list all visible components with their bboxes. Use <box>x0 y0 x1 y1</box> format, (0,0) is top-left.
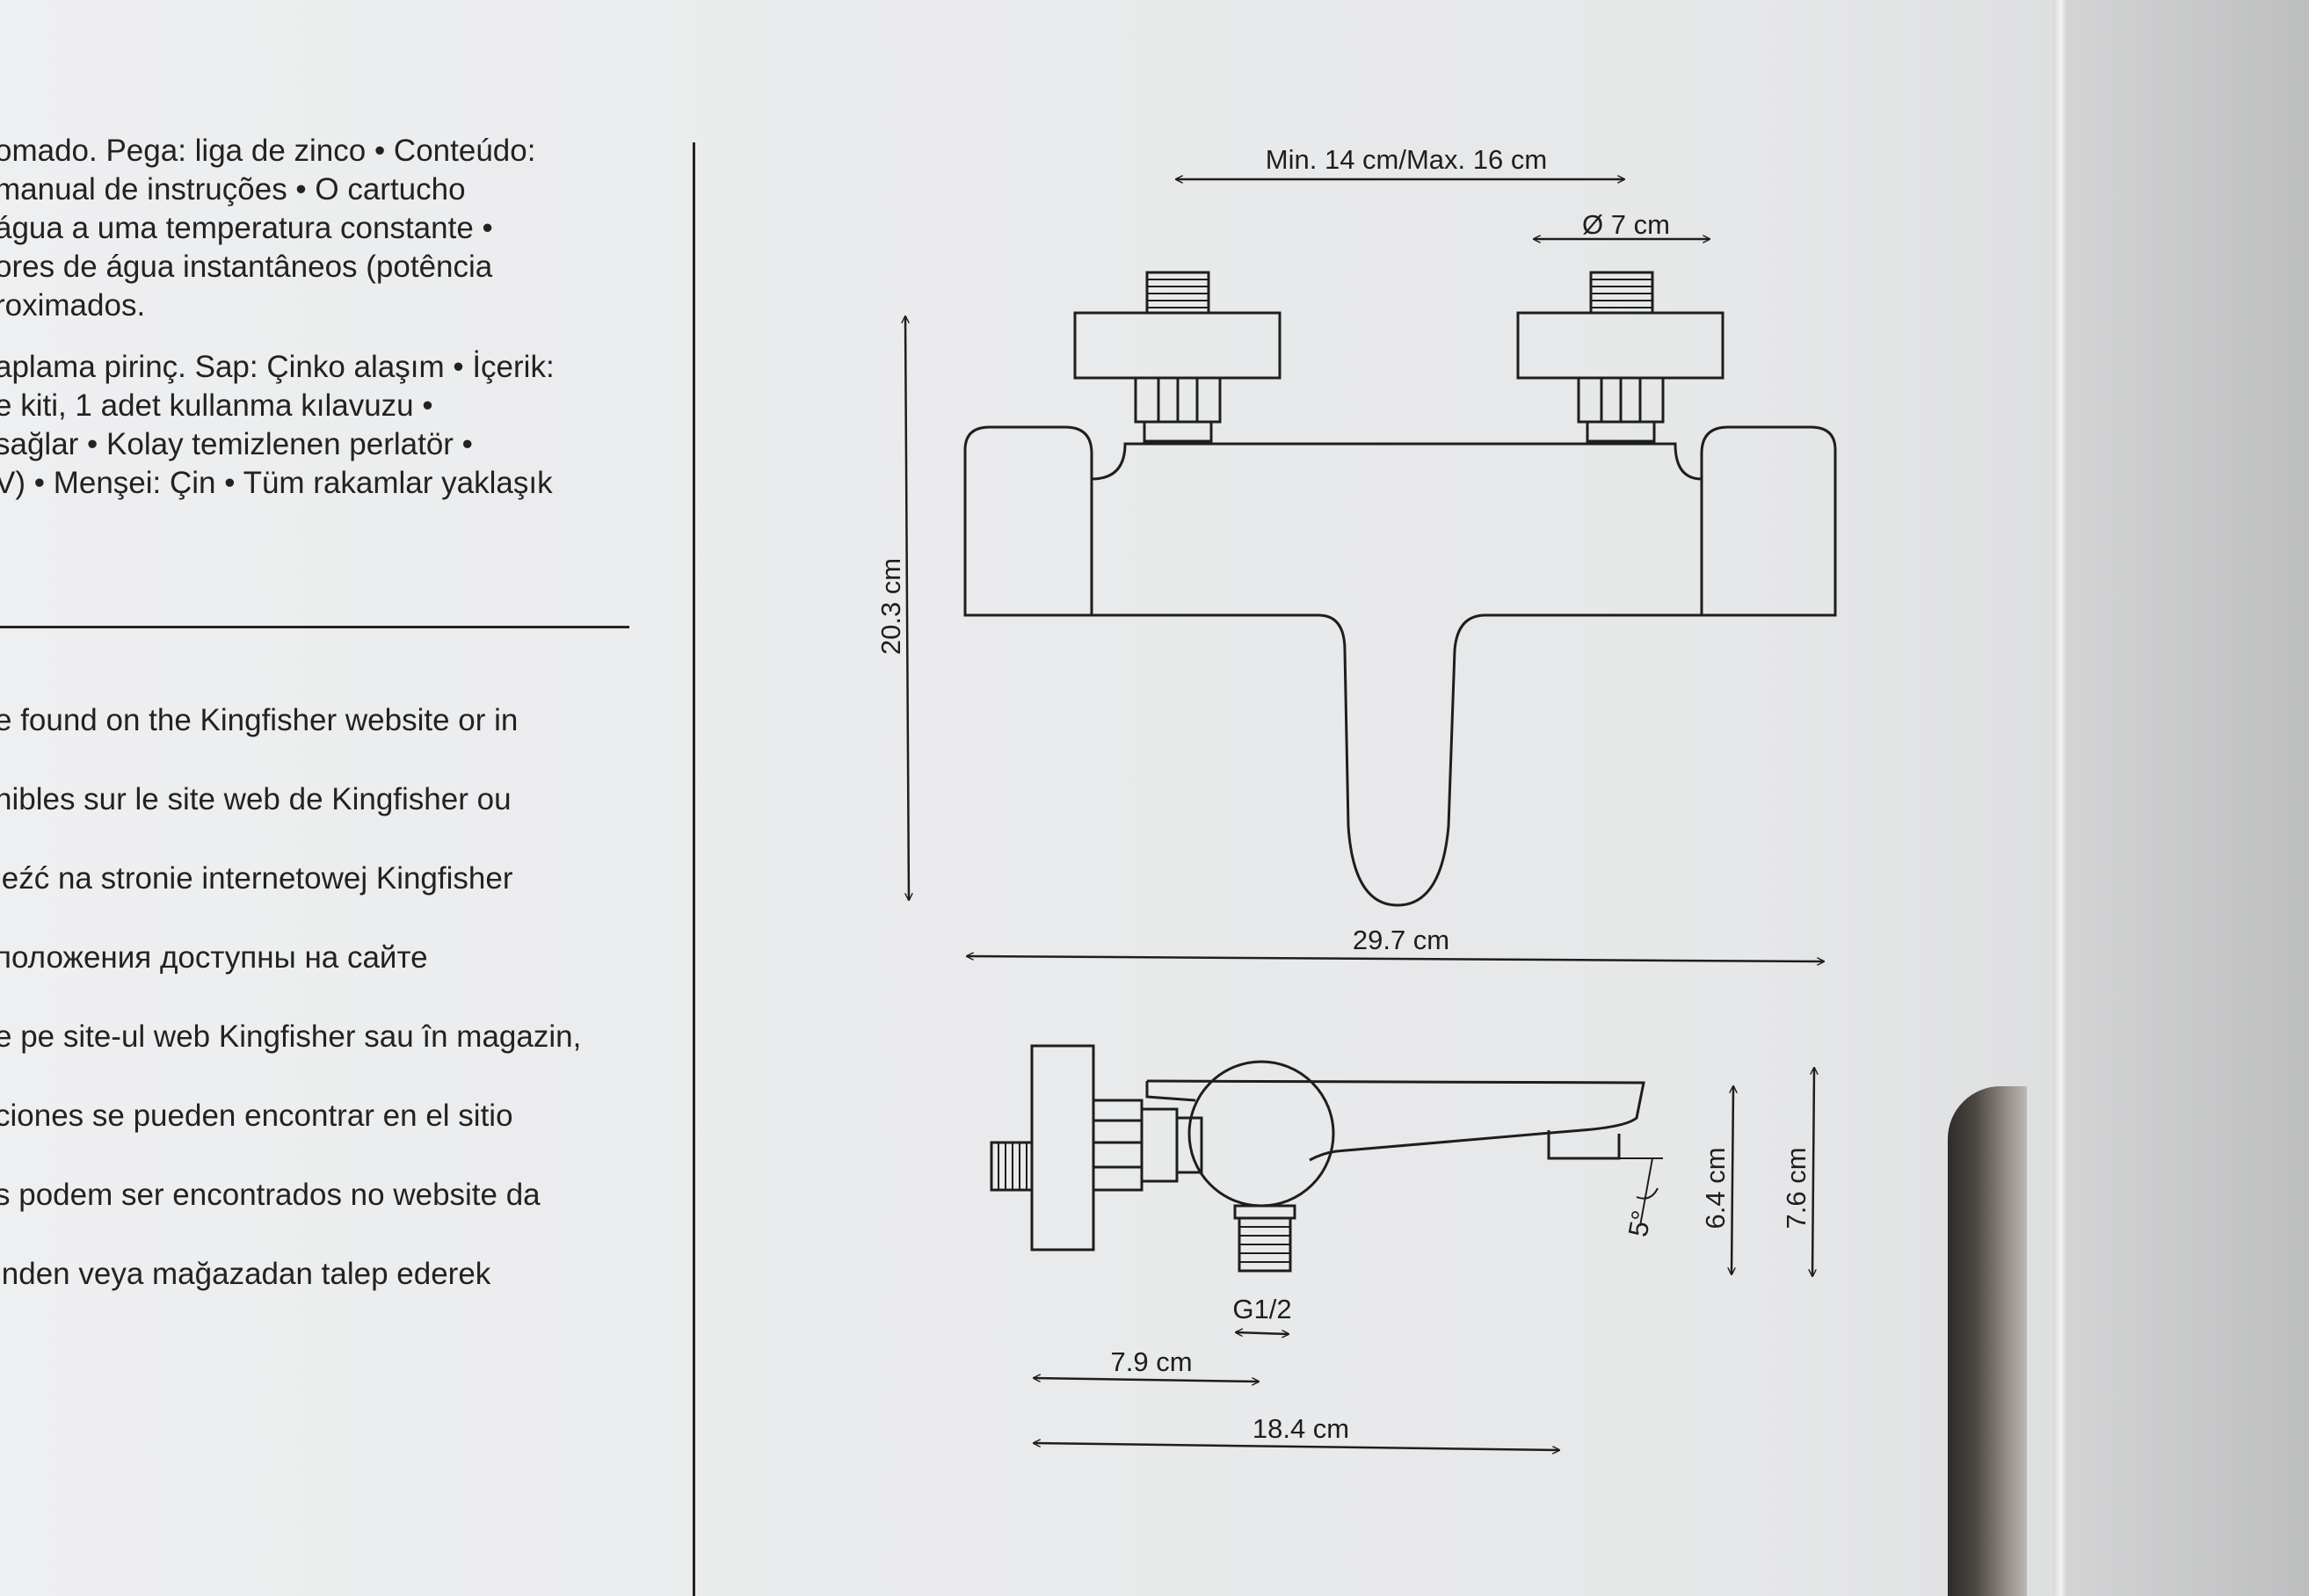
label-height: 20.3 cm <box>875 558 906 655</box>
dim-width <box>967 956 1824 961</box>
text-line: leźć na stronie internetowej Kingfisher <box>0 861 513 896</box>
label-depth: 18.4 cm <box>1253 1413 1349 1444</box>
flange-right <box>1516 311 1724 380</box>
side-nut <box>1092 1099 1144 1192</box>
text-line: s podem ser encontrados no website da <box>0 1178 541 1212</box>
label-inlet-spacing: Min. 14 cm/Max. 16 cm <box>1266 144 1547 175</box>
text-line: água a uma temperatura constante • <box>0 211 493 245</box>
text-line: aplama pirinç. Sap: Çinko alaşım • İçeri… <box>0 350 555 384</box>
text-line: manual de instruções • O cartucho <box>0 172 466 207</box>
label-spout-height-inner: 6.4 cm <box>1700 1147 1731 1229</box>
label-outlet-thread: G1/2 <box>1232 1294 1291 1324</box>
side-spout <box>1146 1079 1645 1162</box>
handle-right <box>1700 425 1837 617</box>
text-line: sağlar • Kolay temizlenen perlatör • <box>0 427 473 461</box>
front-view <box>963 271 1837 907</box>
dim-height <box>905 316 909 900</box>
side-flange <box>1030 1044 1095 1251</box>
dimension-lines <box>905 179 1824 1450</box>
text-line: положения доступны на сайте <box>0 940 428 975</box>
cast-shadow <box>1948 1086 2027 1596</box>
label-outlet-offset: 7.9 cm <box>1110 1346 1192 1377</box>
spout-front <box>1092 613 1702 907</box>
text-line: roximados. <box>0 288 146 323</box>
text-line: ciones se pueden encontrar en el sitio <box>0 1099 513 1133</box>
dim-spout-height-outer <box>1812 1068 1814 1276</box>
text-line: e kiti, 1 adet kullanma kılavuzu • <box>0 388 433 423</box>
background-surface <box>2067 0 2309 1596</box>
dim-spout-height-inner <box>1732 1086 1733 1274</box>
text-line: nibles sur le site web de Kingfisher ou <box>0 782 512 816</box>
side-view <box>990 1044 1663 1273</box>
label-width: 29.7 cm <box>1353 925 1449 955</box>
instructions-text-block: e found on the Kingfisher website or in … <box>0 694 668 1327</box>
text-line: V) • Menşei: Çin • Tüm rakamlar yaklaşık <box>0 466 553 500</box>
column-divider <box>693 142 695 1596</box>
label-spout-height-outer: 7.6 cm <box>1781 1147 1812 1229</box>
dim-outlet-thread <box>1236 1332 1289 1334</box>
label-flange-diameter: Ø 7 cm <box>1582 209 1670 240</box>
text-line: ores de água instantâneos (potência <box>0 250 493 284</box>
flange-left <box>1073 311 1282 380</box>
product-box-panel <box>0 0 2064 1596</box>
section-divider <box>0 626 629 628</box>
dim-depth <box>1034 1443 1559 1450</box>
handle-left <box>963 425 1093 617</box>
spec-text-block: omado. Pega: liga de zinco • Conteúdo: m… <box>0 132 633 503</box>
text-line: e found on the Kingfisher website or in <box>0 703 519 737</box>
side-body <box>1187 1060 1335 1208</box>
box-folded-edge <box>2053 0 2067 1596</box>
text-line: inden veya mağazadan talep ederek <box>0 1257 491 1291</box>
mixer-body-top <box>1091 442 1703 481</box>
text-line: e pe site-ul web Kingfisher sau în magaz… <box>0 1019 582 1054</box>
dim-outlet-offset <box>1034 1378 1259 1382</box>
text-line: omado. Pega: liga de zinco • Conteúdo: <box>0 134 536 168</box>
label-spout-angle: 5° <box>1623 1208 1658 1239</box>
